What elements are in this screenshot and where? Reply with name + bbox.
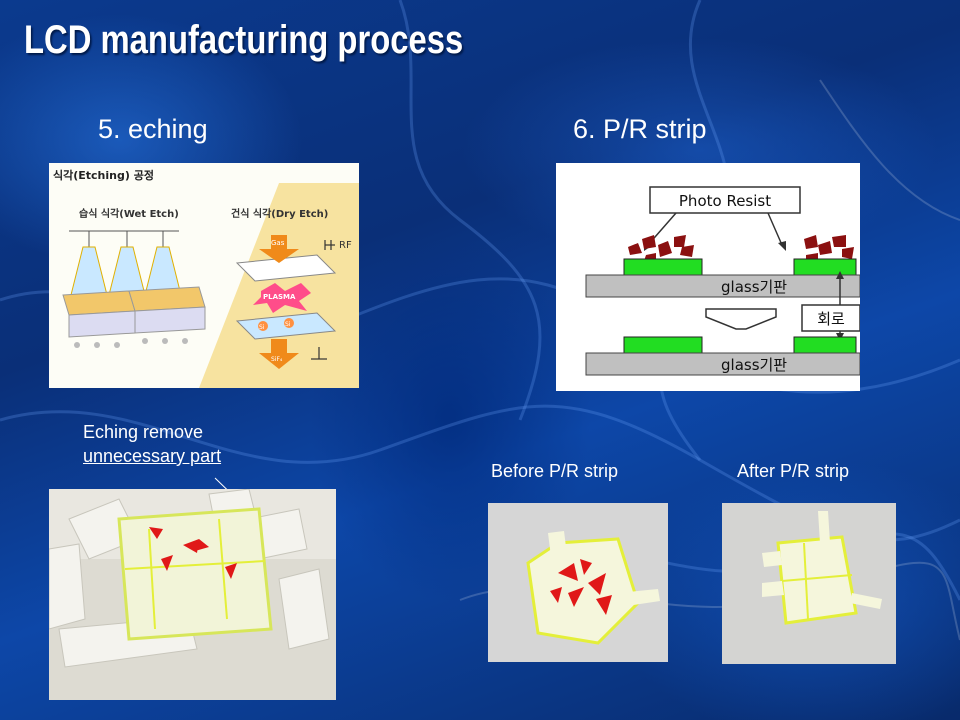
etching-caption: Eching remove unnecessary part [83,420,221,468]
resist-fragments [628,235,854,261]
step5-label: 5. eching [98,114,208,144]
gas-arrow-icon [259,235,299,263]
etch-fragments [149,527,237,579]
gas-label: Gas [271,239,285,247]
resist-fragments-before [550,559,612,615]
etching-model-graphic [49,489,336,700]
before-strip-graphic [488,503,668,662]
etching-diagram-graphic: 식각(Etching) 공정 습식 식각(Wet Etch) 건식 식각(Dry… [49,163,359,388]
etching-caption-line1: Eching remove [83,422,204,442]
after-strip-graphic [722,503,896,664]
dry-etch-panel [199,183,359,388]
etching-diagram: 식각(Etching) 공정 습식 식각(Wet Etch) 건식 식각(Dry… [49,163,359,388]
sif4-arrow-icon [259,339,299,369]
before-strip-photo [488,503,668,662]
si-label-1: Si [259,324,265,331]
circuit-label: 회로 [817,310,845,328]
dry-etch-label: 건식 식각(Dry Etch) [231,207,328,220]
plasma-label: PLASMA [263,293,296,301]
rf-label: RF [339,240,352,251]
plasma-burst-icon [253,283,311,313]
etching-heading: 식각(Etching) 공정 [53,168,154,182]
etching-model-photo [49,489,336,700]
glass-substrate-label-bottom: glass기판 [721,356,787,374]
before-strip-caption: Before P/R strip [491,461,619,481]
slide-title: LCD manufacturing process [24,18,464,62]
after-strip-caption: After P/R strip [737,461,850,481]
sif4-label: SiF₄ [271,356,283,363]
si-label-2: Si [285,321,291,328]
pr-strip-diagram-graphic: Photo Resist glass기판 회로 [556,163,860,391]
step6-label: 6. P/R strip [573,114,707,144]
wet-etch-label: 습식 식각(Wet Etch) [79,207,179,220]
etching-caption-line2: unnecessary part [83,446,222,466]
pr-strip-diagram: Photo Resist glass기판 회로 [556,163,860,391]
after-strip-photo [722,503,896,664]
glass-substrate-label-top: glass기판 [721,278,787,296]
photo-resist-label: Photo Resist [679,192,771,210]
process-arrow-icon [705,308,777,330]
